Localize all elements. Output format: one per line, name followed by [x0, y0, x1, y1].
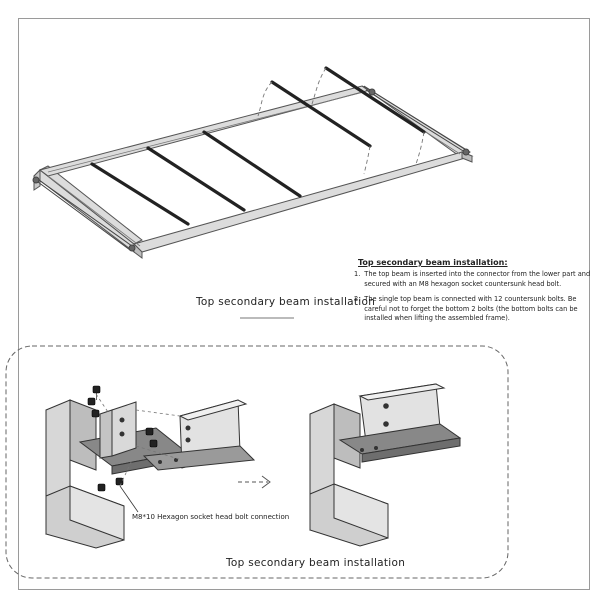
note-text: The single top beam is connected with 12… — [364, 295, 578, 323]
side-slide-rails — [32, 85, 470, 252]
right-short-rail — [361, 85, 471, 159]
bolt-icon — [97, 483, 106, 492]
note-number: 1. — [354, 270, 361, 278]
left-upright-bracket — [111, 401, 137, 457]
page-border — [18, 18, 590, 590]
caption-bottom: Top secondary beam installation — [226, 557, 406, 569]
bolt-connection-label: M8*10 Hexagon socket head bolt connectio… — [132, 513, 290, 521]
detail-dashed-box — [5, 345, 509, 579]
notes-title: Top secondary beam installation: — [358, 258, 508, 267]
rectangular-frame — [33, 85, 474, 259]
note-text: The top beam is inserted into the connec… — [364, 270, 591, 288]
installation-notes: 1. The top beam is inserted into the con… — [354, 270, 598, 330]
bolt-icon — [145, 427, 154, 436]
left-insertion-guides — [95, 393, 183, 487]
top-beam-3 — [202, 130, 302, 198]
insertion-guides — [257, 67, 425, 175]
right-bolt-holes — [360, 403, 389, 452]
bolt-icon — [91, 409, 100, 418]
hex-bolts — [87, 385, 158, 492]
top-beam-5 — [324, 66, 426, 134]
bolt-icon — [115, 477, 124, 486]
top-beam-4 — [270, 80, 372, 148]
front-rail — [133, 151, 474, 253]
note-number: 2. — [354, 295, 361, 304]
top-beam-2 — [146, 146, 246, 212]
bolt-label-leader — [119, 485, 139, 513]
detail-left-exploded — [45, 399, 256, 549]
note-item-1: 1. The top beam is inserted into the con… — [354, 270, 598, 289]
note-item-2: 2. The single top beam is connected with… — [354, 295, 598, 324]
front-long-rail-top — [39, 165, 143, 245]
caption-top: Top secondary beam installation — [196, 296, 376, 308]
installed-top-beams — [90, 130, 302, 226]
top-beam-1 — [90, 162, 190, 226]
transition-arrow — [238, 475, 271, 489]
left-bolt-holes — [119, 417, 191, 464]
inserting-top-beams — [270, 66, 426, 148]
bolt-icon — [87, 397, 96, 406]
detail-right-assembled — [309, 383, 462, 547]
bolt-icon — [149, 439, 158, 448]
